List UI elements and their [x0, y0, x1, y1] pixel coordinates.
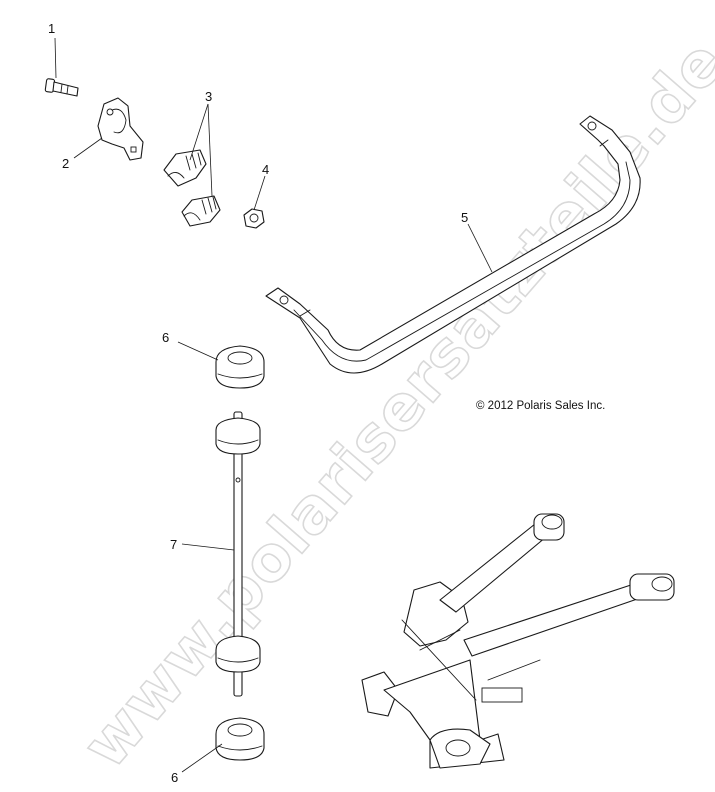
link-rod-part — [215, 411, 261, 697]
stabilizer-bar-part — [265, 115, 641, 374]
callout-labels: 1 2 3 4 5 6 6 7 — [48, 21, 468, 785]
callout-6-lower: 6 — [171, 770, 178, 785]
callout-3: 3 — [205, 89, 212, 104]
a-arm-assembly — [361, 513, 675, 769]
leader-lines — [54, 37, 493, 773]
bushing-upper-part — [215, 345, 265, 389]
callout-6-upper: 6 — [162, 330, 169, 345]
callout-5: 5 — [461, 210, 468, 225]
callout-1: 1 — [48, 21, 55, 36]
callout-2: 2 — [62, 156, 69, 171]
bolt-part — [44, 78, 79, 97]
callout-4: 4 — [262, 162, 269, 177]
nut-part — [243, 208, 265, 229]
clamp-bracket-part — [97, 97, 144, 161]
bushing-lower-part — [215, 717, 265, 761]
bushing-halves-part — [163, 149, 221, 227]
copyright-notice: © 2012 Polaris Sales Inc. — [476, 400, 605, 412]
callout-7: 7 — [170, 537, 177, 552]
